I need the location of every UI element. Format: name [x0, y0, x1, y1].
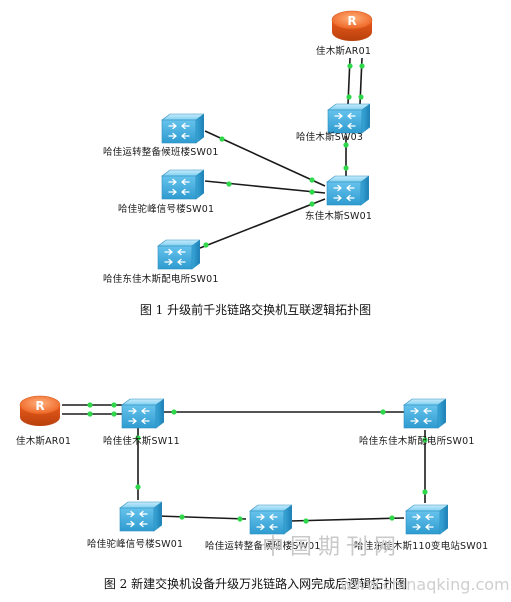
port-dot	[219, 136, 225, 142]
port-dot	[135, 484, 141, 490]
port-dot	[389, 515, 395, 521]
figure-2-topology: 佳木斯AR01 哈佳佳木斯SW11 哈佳东佳木斯配电所SW01 哈佳驼峰信号楼S…	[0, 335, 511, 602]
port-dot	[358, 94, 364, 100]
port-dot	[309, 189, 315, 195]
port-dot	[343, 165, 349, 171]
label-fig2-sw11: 哈佳佳木斯SW11	[103, 436, 180, 447]
port-dot	[347, 63, 353, 69]
label-fig2-yunzhuan: 哈佳运转整备候班楼SW01	[205, 541, 321, 552]
router-icon[interactable]	[19, 395, 61, 427]
port-dot	[309, 201, 315, 207]
port-dot	[359, 63, 365, 69]
port-dot	[111, 411, 117, 417]
label-fig1-sw03: 哈佳木斯SW03	[296, 132, 364, 143]
port-dot	[309, 177, 315, 183]
port-dot	[87, 402, 93, 408]
figure-2-caption: 图 2 新建交换机设备升级万兆链路入网完成后逻辑拓扑图	[103, 577, 408, 591]
port-dot	[87, 411, 93, 417]
switch-icon[interactable]	[119, 501, 162, 532]
port-dot	[422, 437, 428, 443]
port-dot	[422, 489, 428, 495]
port-dot	[135, 435, 141, 441]
label-fig1-tuofeng: 哈佳驼峰信号楼SW01	[118, 204, 215, 215]
figure-2-links	[19, 395, 448, 535]
port-dot	[303, 518, 309, 524]
port-dot	[346, 94, 352, 100]
label-fig2-peidian: 哈佳东佳木斯配电所SW01	[359, 436, 475, 447]
link-peidian-sw01	[199, 198, 326, 249]
label-fig2-ar01: 佳木斯AR01	[16, 436, 72, 447]
port-dot	[380, 409, 386, 415]
switch-icon[interactable]	[121, 398, 164, 429]
link-yunzhuan-sw01	[204, 130, 326, 187]
switch-icon[interactable]	[161, 169, 204, 200]
router-icon[interactable]	[331, 10, 373, 42]
link-tuofeng-sw01	[204, 180, 326, 194]
label-fig2-tuofeng: 哈佳驼峰信号楼SW01	[87, 539, 184, 550]
port-dot	[203, 242, 209, 248]
port-dot	[179, 514, 185, 520]
port-dot	[226, 181, 232, 187]
label-fig1-sw01: 东佳木斯SW01	[305, 211, 373, 222]
port-dot	[343, 142, 349, 148]
label-fig1-ar01: 佳木斯AR01	[316, 46, 372, 57]
figure-1-topology: R	[103, 10, 373, 317]
switch-icon[interactable]	[326, 175, 369, 206]
link-yunzhuan-biandian	[289, 517, 405, 522]
switch-icon[interactable]	[405, 504, 448, 535]
figure-1-links: R	[157, 10, 373, 270]
switch-icon[interactable]	[161, 113, 204, 144]
label-fig2-biandian: 哈佳东佳木斯110变电站SW01	[354, 541, 489, 552]
switch-icon[interactable]	[249, 504, 292, 535]
port-dot	[171, 409, 177, 415]
switch-icon[interactable]	[157, 239, 200, 270]
label-fig1-yunzhuan: 哈佳运转整备候班楼SW01	[103, 147, 219, 158]
port-dot	[237, 516, 243, 522]
switch-icon[interactable]	[403, 398, 446, 429]
link-tuofeng-yunzhuan	[157, 515, 247, 520]
label-fig1-peidian: 哈佳东佳木斯配电所SW01	[103, 274, 219, 285]
port-dot	[111, 402, 117, 408]
figure-1-caption: 图 1 升级前千兆链路交换机互联逻辑拓扑图	[139, 303, 372, 317]
